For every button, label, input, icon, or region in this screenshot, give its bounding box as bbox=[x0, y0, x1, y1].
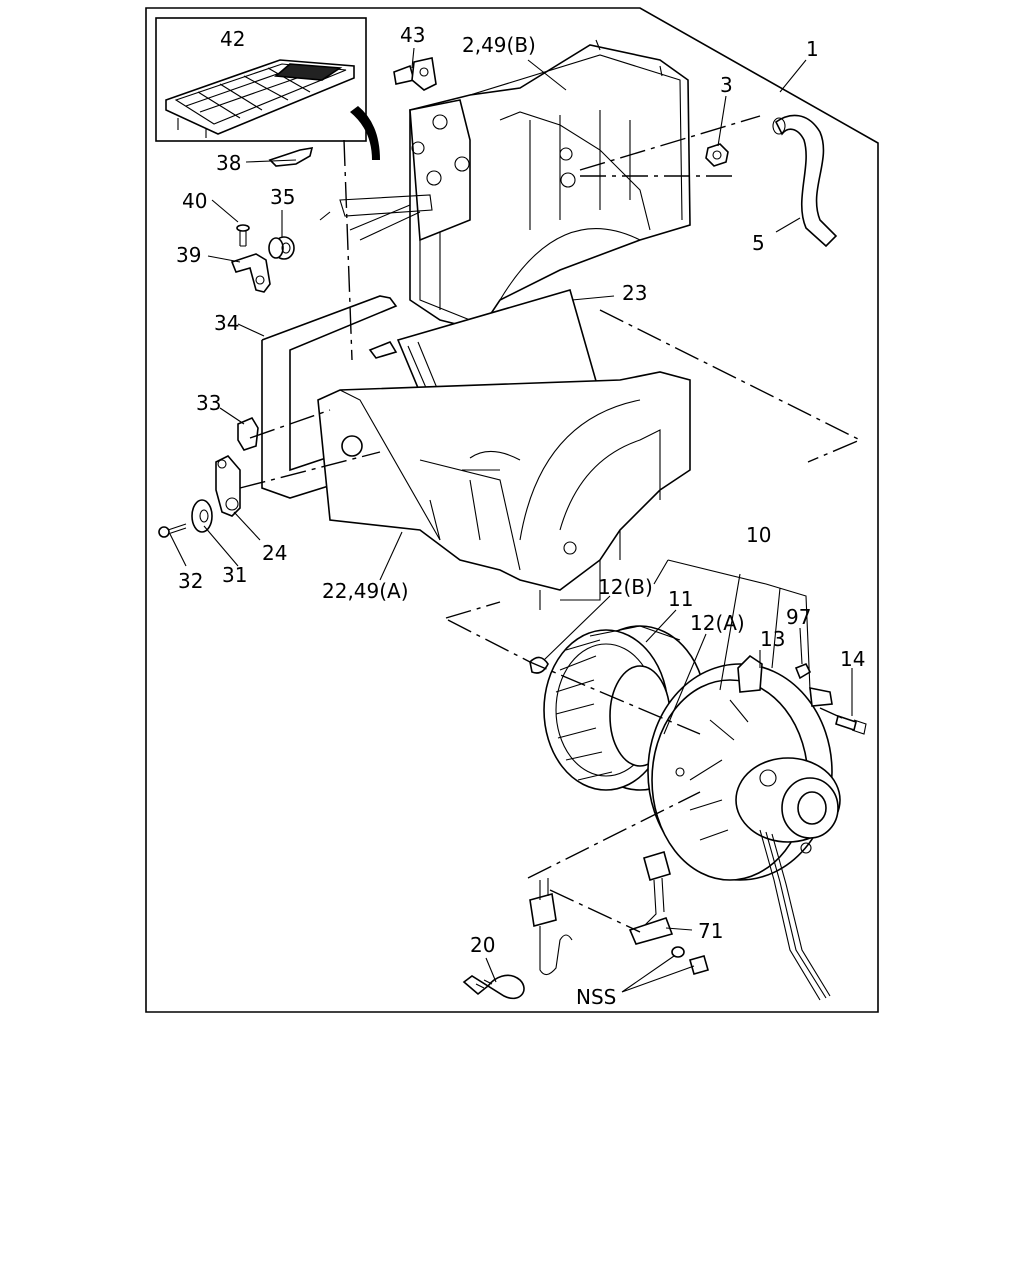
inset-box-part-42 bbox=[155, 17, 367, 142]
label-32: 32 bbox=[178, 569, 203, 593]
upper-case-part-2 bbox=[409, 39, 691, 331]
screw-part-32 bbox=[158, 523, 187, 538]
label-nss: NSS bbox=[576, 985, 616, 1009]
label-24: 24 bbox=[262, 541, 287, 565]
nss-fasteners bbox=[671, 946, 709, 975]
clip-part-33 bbox=[237, 416, 259, 451]
label-2-49b: 2,49(B) bbox=[462, 33, 536, 57]
harness-connector bbox=[529, 878, 573, 976]
centerline-upper-case bbox=[579, 115, 761, 177]
clip-part-38 bbox=[268, 147, 314, 167]
clip-part-43 bbox=[393, 57, 437, 91]
label-38: 38 bbox=[216, 151, 241, 175]
label-1: 1 bbox=[806, 37, 819, 61]
label-14: 14 bbox=[840, 647, 865, 671]
centerline-linkage bbox=[239, 409, 381, 489]
filter-insert-arrow bbox=[350, 106, 380, 160]
label-12b: 12(B) bbox=[598, 575, 653, 599]
label-97: 97 bbox=[786, 605, 811, 629]
label-3: 3 bbox=[720, 73, 733, 97]
screw-part-14 bbox=[835, 714, 867, 735]
label-39: 39 bbox=[176, 243, 201, 267]
label-42: 42 bbox=[220, 27, 245, 51]
grommet-part-35 bbox=[268, 236, 295, 260]
label-13: 13 bbox=[760, 627, 785, 651]
label-35: 35 bbox=[270, 185, 295, 209]
centerline-fan bbox=[445, 601, 701, 735]
centerline-filter bbox=[343, 139, 353, 361]
centerline-case-to-motor bbox=[599, 309, 862, 463]
label-20: 20 bbox=[470, 933, 495, 957]
clip-part-97 bbox=[794, 662, 812, 680]
leader-lines bbox=[169, 47, 853, 993]
centerline-harness bbox=[527, 791, 701, 933]
cable-tie-part-20 bbox=[462, 974, 525, 1000]
diagram-frame bbox=[145, 7, 879, 1013]
label-71: 71 bbox=[698, 919, 723, 943]
lever-part-24 bbox=[215, 455, 241, 517]
label-31: 31 bbox=[222, 563, 247, 587]
air-filter-part-42 bbox=[165, 59, 355, 138]
centerline-screw-14 bbox=[819, 707, 843, 719]
label-12a: 12(A) bbox=[690, 611, 745, 635]
label-43: 43 bbox=[400, 23, 425, 47]
label-23: 23 bbox=[622, 281, 647, 305]
label-34: 34 bbox=[214, 311, 239, 335]
label-33: 33 bbox=[196, 391, 221, 415]
label-5: 5 bbox=[752, 231, 765, 255]
connector-part-71 bbox=[628, 850, 674, 945]
screw-part-40 bbox=[236, 224, 250, 247]
bracket-part-39 bbox=[230, 253, 271, 293]
callout-labels: 42 43 2,49(B) 1 3 38 40 35 39 5 23 34 33… bbox=[176, 23, 865, 1009]
label-11: 11 bbox=[668, 587, 693, 611]
label-40: 40 bbox=[182, 189, 207, 213]
lower-case-part-22 bbox=[317, 371, 691, 610]
label-10: 10 bbox=[746, 523, 771, 547]
drain-hose-part-5 bbox=[772, 114, 838, 248]
damper-linkage bbox=[319, 194, 433, 241]
label-22-49a: 22,49(A) bbox=[322, 579, 409, 603]
gear-part-31 bbox=[191, 499, 213, 533]
nut-part-3 bbox=[705, 143, 729, 167]
